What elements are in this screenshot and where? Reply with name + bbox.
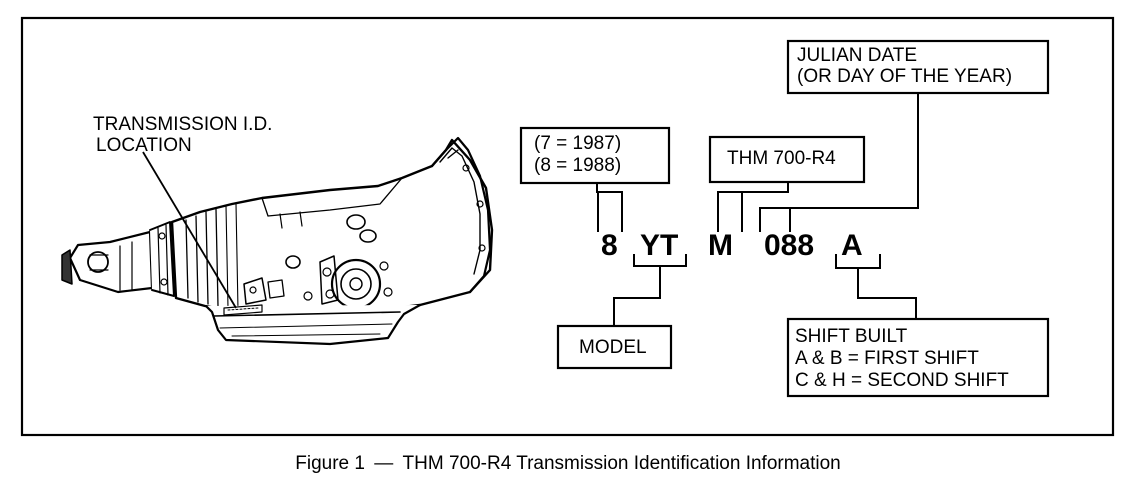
code-julian-digits: 088 — [764, 229, 815, 262]
code-plant-letter: M — [708, 229, 733, 262]
location-label-line2: LOCATION — [96, 135, 192, 156]
caption-figure-number: Figure 1 — [295, 453, 365, 474]
julian-date-line2: (OR DAY OF THE YEAR) — [797, 66, 1013, 87]
connector-lines — [596, 93, 919, 326]
caption-title: THM 700-R4 Transmission Identification I… — [402, 453, 841, 474]
julian-date-line1: JULIAN DATE — [797, 45, 918, 66]
location-leader-line — [142, 151, 237, 309]
figure-caption: Figure 1 — THM 700-R4 Transmission Ident… — [0, 452, 1136, 476]
location-label-line1: TRANSMISSION I.D. — [93, 114, 273, 135]
shift-built-box — [786, 317, 1050, 398]
code-shift-letter: A — [841, 229, 863, 262]
code-model-letters: YT — [640, 229, 679, 262]
caption-dash: — — [374, 453, 394, 474]
julian-date-box — [786, 39, 1050, 95]
shift-built-line1: SHIFT BUILT — [795, 326, 908, 347]
model-box-text: MODEL — [579, 337, 647, 358]
year-legend-line2: (8 = 1988) — [534, 155, 622, 176]
year-legend-box — [519, 126, 671, 185]
model-box — [556, 324, 673, 370]
transmission-model-text: THM 700-R4 — [727, 148, 836, 169]
shift-built-line3: C & H = SECOND SHIFT — [795, 370, 1009, 391]
transmission-model-box — [708, 135, 866, 184]
transmission-illustration — [61, 136, 494, 346]
figure-frame — [20, 16, 1115, 437]
shift-built-line2: A & B = FIRST SHIFT — [795, 348, 979, 369]
year-legend-line1: (7 = 1987) — [534, 133, 622, 154]
code-year-digit: 8 — [601, 229, 618, 262]
